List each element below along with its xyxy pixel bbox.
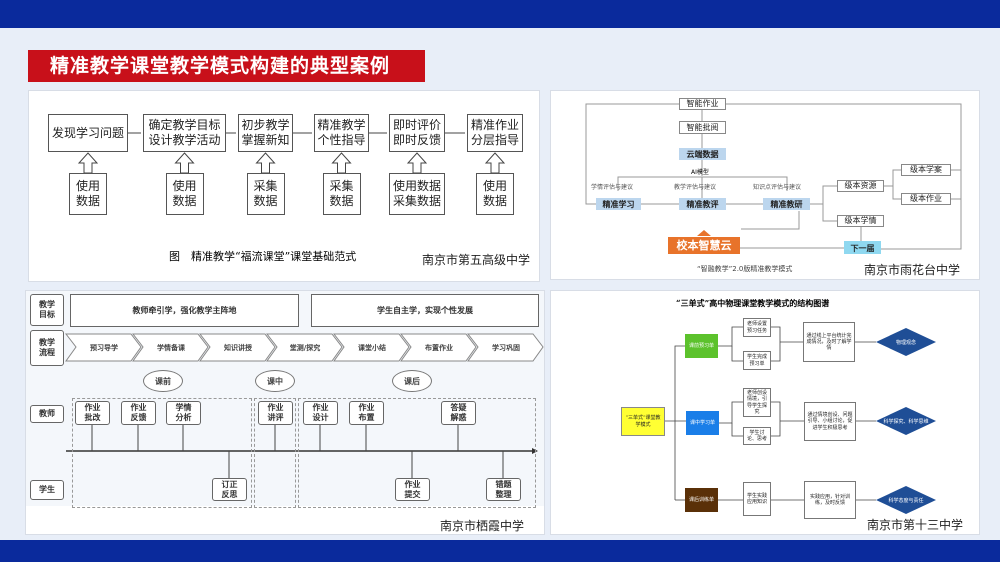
detail-box: 通过情境创设、问题引导、小组讨论，促进学生积极思考 — [804, 402, 856, 441]
unit-training-sheet: 课后训练单 — [685, 488, 718, 512]
case-panel-yuhuatai: 智能作业 智能批阅 云端数据 AI模型 学情评估与建议 教学评估与建议 知识点评… — [550, 90, 980, 280]
teacher-task: 作业讲评 — [258, 401, 293, 425]
phase-after-class: 课后 — [392, 370, 432, 392]
data-box: 使用数据 — [476, 173, 514, 215]
flow-step: 堂测/探究 — [289, 343, 321, 352]
row-label-teacher: 教师 — [30, 405, 64, 423]
goal-student-self: 学生自主学，实现个性发展 — [311, 294, 539, 327]
row-label-teaching-flow: 教学流程 — [30, 330, 64, 366]
label-teaching-eval: 教学评估与建议 — [674, 184, 717, 191]
sub-step: 学生完成预习单 — [743, 351, 771, 370]
hollow-up-arrow-icon — [484, 152, 506, 174]
sub-step: 老师设置预习任务 — [743, 318, 771, 337]
node-grade-homework: 级本作业 — [901, 193, 951, 205]
process-step: 精准教学个性指导 — [314, 114, 369, 152]
label-learning-eval: 学情评估与建议 — [591, 184, 634, 191]
teacher-task: 作业反馈 — [121, 401, 156, 425]
hollow-up-arrow-icon — [331, 152, 352, 174]
student-task: 错题整理 — [486, 478, 521, 501]
node-school-smart-cloud: 校本智慧云 — [668, 237, 740, 254]
data-box: 采集数据 — [322, 173, 361, 215]
teacher-task: 作业布置 — [349, 401, 384, 425]
row-label-teaching-goal: 教学目标 — [30, 294, 64, 326]
unit-learning-sheet: 课中学习单 — [686, 411, 719, 435]
figure-caption: 图 精准教学“福流课堂”课堂基础范式 — [169, 250, 357, 263]
student-task: 订正反思 — [212, 478, 247, 501]
flow-step: 学习巩固 — [492, 343, 520, 352]
node-precise-research: 精准教研 — [763, 198, 810, 210]
phase-region — [254, 398, 296, 508]
flow-chevron — [131, 333, 209, 362]
phase-in-class: 课中 — [255, 370, 295, 392]
root-three-sheet-model: “三单式”课堂教学模式 — [621, 407, 665, 436]
process-step: 发现学习问题 — [48, 114, 128, 152]
ai-model-label: AI模型 — [691, 169, 709, 176]
phase-region — [72, 398, 252, 508]
label-knowledge-eval: 知识点评估与建议 — [753, 184, 802, 191]
flow-chevron — [198, 333, 276, 362]
school-name: 南京市栖霞中学 — [440, 519, 525, 533]
node-smart-homework: 智能作业 — [679, 98, 726, 110]
student-task: 作业提交 — [395, 478, 430, 501]
case-panel-fifth-high-school: 发现学习问题使用数据确定教学目标设计教学活动使用数据初步教学掌握新知采集数据精准… — [28, 90, 540, 282]
phase-region — [298, 398, 536, 508]
flow-chevron — [64, 333, 142, 362]
case-panel-qixia: 教学目标 教学流程 教师 学生 教师牵引学，强化教学主阵地 学生自主学，实现个性… — [25, 290, 545, 535]
data-box: 使用数据 — [165, 173, 204, 215]
teacher-task: 作业设计 — [303, 401, 338, 425]
flow-step: 课堂小结 — [358, 343, 386, 352]
node-grade-plan: 级本学案 — [901, 164, 951, 176]
node-grade-info: 级本学情 — [837, 215, 884, 227]
detail-box: 实践应用，针对训练，及时反馈 — [804, 481, 856, 519]
unit-preview-sheet: 课前预习单 — [685, 334, 718, 358]
node-cloud-data: 云端数据 — [679, 148, 726, 160]
goal-teacher-led: 教师牵引学，强化教学主阵地 — [70, 294, 299, 327]
hollow-up-arrow-icon — [174, 152, 195, 174]
flow-step: 预习导学 — [90, 343, 118, 352]
node-precise-evaluation: 精准教评 — [679, 198, 726, 210]
data-box: 使用数据 — [69, 173, 107, 215]
case-panel-thirteenth: “三单式”高中物理课堂教学模式的结构图谱 “三单式”课堂教学模式 课前预习单 课… — [550, 290, 980, 535]
flow-step: 学情备课 — [157, 343, 185, 352]
data-box: 采集数据 — [246, 173, 285, 215]
teacher-task: 学情分析 — [166, 401, 201, 425]
node-precise-learning: 精准学习 — [596, 198, 641, 210]
process-step: 精准作业分层指导 — [467, 114, 523, 152]
flow-chevron — [399, 333, 477, 362]
slide-title: 精准教学课堂教学模式构建的典型案例 — [28, 50, 425, 82]
school-name: 南京市第十三中学 — [867, 518, 964, 532]
sub-step: 学生讨论、思考 — [743, 427, 771, 445]
node-grade-resources: 级本资源 — [837, 180, 884, 192]
school-name: 南京市第五高级中学 — [422, 253, 531, 267]
phase-before-class: 课前 — [143, 370, 183, 392]
flow-step: 知识讲授 — [224, 343, 252, 352]
flow-chevron — [466, 333, 544, 362]
node-smart-review: 智能批阅 — [679, 121, 726, 134]
detail-box: 通过线上平台统计完成情况，及时了解学情 — [803, 322, 855, 362]
figure-caption: “智融教学”2.0版精准教学模式 — [697, 265, 793, 273]
sub-step: 老师创设情境，引导学生探究 — [743, 388, 771, 417]
teacher-task: 答疑解惑 — [441, 401, 476, 425]
flow-chevron — [332, 333, 410, 362]
diagram-title: “三单式”高中物理课堂教学模式的结构图谱 — [676, 298, 830, 308]
hollow-up-arrow-icon — [77, 152, 99, 174]
flow-chevron — [265, 333, 343, 362]
node-next-cohort: 下一届 — [844, 241, 881, 254]
top-bar — [0, 0, 1000, 28]
sub-step: 学生实践应用知识 — [743, 482, 771, 516]
data-box: 使用数据采集数据 — [389, 173, 445, 215]
teacher-task: 作业批改 — [75, 401, 110, 425]
process-step: 初步教学掌握新知 — [238, 114, 293, 152]
hollow-up-arrow-icon — [255, 152, 276, 174]
flow-step: 布置作业 — [425, 343, 453, 352]
school-name: 南京市雨花台中学 — [864, 263, 961, 277]
hollow-up-arrow-icon — [406, 152, 428, 174]
process-step: 确定教学目标设计教学活动 — [143, 114, 226, 152]
process-step: 即时评价即时反馈 — [389, 114, 445, 152]
bottom-bar — [0, 540, 1000, 562]
row-label-student: 学生 — [30, 480, 64, 500]
